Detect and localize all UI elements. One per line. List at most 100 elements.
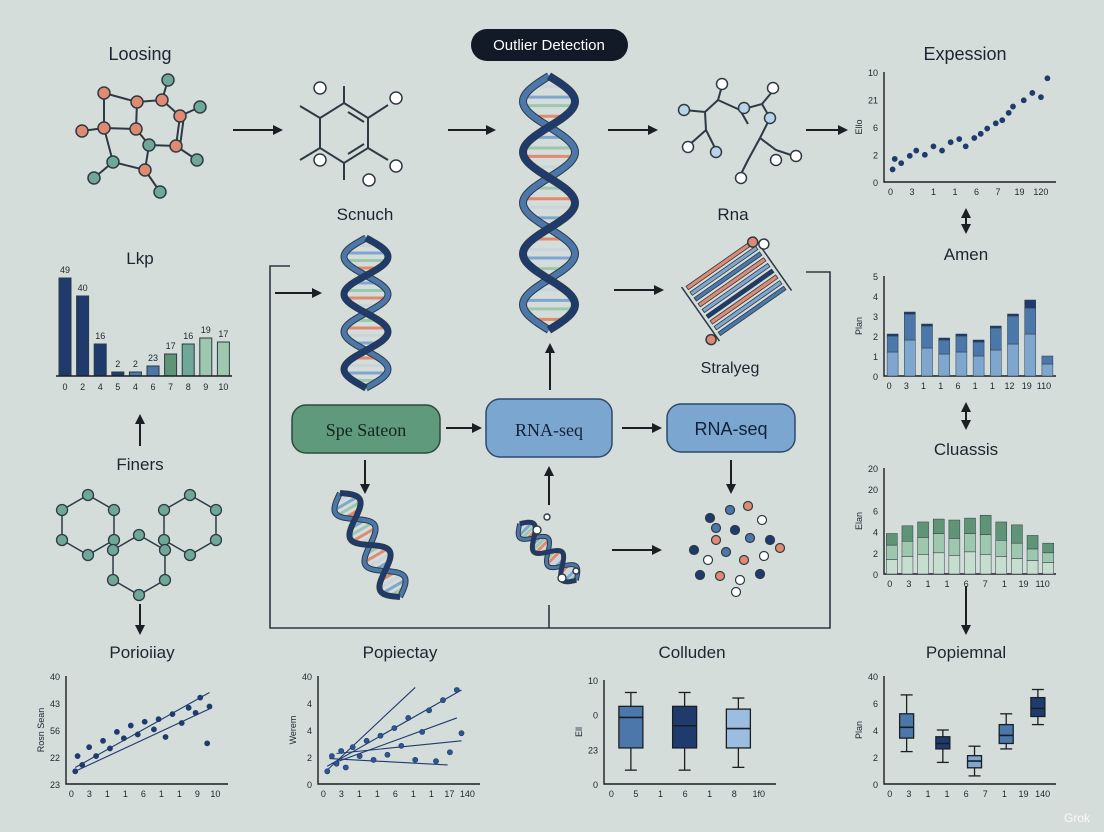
x-tick-label: 12	[1005, 381, 1015, 391]
network-node	[106, 573, 120, 587]
x-tick-label: 10	[218, 382, 228, 392]
stacked-bar-segment	[990, 327, 1002, 351]
stacked-bar-segment	[904, 313, 916, 341]
x-tick-label: 1	[177, 789, 182, 799]
x-tick-label: 9	[195, 789, 200, 799]
x-tick-label: 10	[210, 789, 220, 799]
cluster-dot	[774, 542, 786, 554]
scatter-point	[333, 760, 340, 767]
dna-helix-medium	[340, 234, 392, 392]
scatter-point	[458, 730, 465, 737]
x-tick-label: 1	[707, 789, 712, 799]
scatter-point	[141, 718, 148, 725]
y-tick-label: 3	[873, 312, 878, 322]
x-tick-label: 1	[931, 187, 936, 197]
rna-bar	[709, 274, 779, 325]
scatter-point	[1029, 90, 1036, 96]
cluster-dot	[694, 569, 706, 581]
y-tick-label: 2	[873, 151, 878, 161]
stacked-bar-segment	[1042, 552, 1054, 563]
x-tick-label: 8	[186, 382, 191, 392]
stacked-bar-segment	[990, 349, 1002, 377]
x-tick-label: 6	[141, 789, 146, 799]
scatter-point	[384, 751, 391, 758]
cluster-dot	[729, 524, 741, 536]
helix-rung	[351, 526, 377, 543]
network-node	[81, 548, 95, 562]
y-tick-label: 23	[50, 780, 60, 790]
bar-value-label: 23	[148, 353, 158, 363]
bar-value-label: 49	[60, 265, 70, 275]
scatter-point	[453, 687, 460, 693]
cluster-dot	[730, 586, 742, 598]
helix-strand	[519, 73, 579, 333]
rna-bar	[713, 280, 783, 331]
stacked-bar-segment	[1042, 542, 1054, 554]
y-tick-label: 21	[868, 96, 878, 106]
x-tick-label: 1	[938, 381, 943, 391]
stacked-bar-segment	[995, 521, 1008, 541]
scatter-point	[898, 160, 905, 167]
y-axis-label: Elan	[854, 512, 864, 530]
dna-dots-small	[532, 513, 580, 583]
stacked-bar-segment	[1011, 542, 1023, 559]
x-tick-label: 3	[904, 381, 909, 391]
x-tick-label: 1	[952, 187, 957, 197]
cluster-dot	[688, 544, 700, 556]
network-ring	[112, 534, 166, 596]
scatter-point	[162, 734, 169, 740]
scatter-point	[1005, 109, 1012, 116]
scatter-point	[999, 117, 1006, 124]
stacked-bar-segment	[901, 556, 914, 575]
helix-rung	[548, 552, 565, 569]
rna-seq-box-1[interactable]: RNA-seq	[485, 398, 613, 458]
helix-rung	[348, 521, 374, 538]
x-tick-label: 1	[1002, 579, 1007, 589]
spe-sateon-box[interactable]: Spe Sateon	[291, 404, 441, 454]
y-tick-label: 2	[307, 753, 312, 763]
rna-seq-box-2[interactable]: RNA-seq	[666, 403, 796, 453]
scatter-point	[114, 729, 120, 735]
x-tick-label: 17	[444, 789, 454, 799]
x-tick-label: 1f0	[753, 789, 766, 799]
stacked-bar-segment	[886, 351, 899, 377]
x-tick-label: 0	[887, 381, 892, 391]
label-popiemnal: Popiemnal	[926, 643, 1006, 662]
scatter-point	[377, 732, 384, 739]
cluster-dot	[756, 514, 768, 526]
network-ring	[61, 494, 115, 556]
rna-bar	[717, 285, 787, 337]
y-tick-label: 0	[873, 372, 878, 382]
stacked-bar-segment	[886, 533, 898, 546]
x-tick-label: 1	[990, 381, 995, 391]
helix-rung	[333, 495, 359, 512]
scatter-point	[204, 740, 211, 747]
y-tick-label: 23	[588, 745, 598, 755]
label-stralyeg: Stralyeg	[701, 360, 760, 377]
scatter-point	[363, 737, 370, 744]
rna-bar	[697, 257, 767, 308]
x-tick-label: 6	[393, 789, 398, 799]
scatter-point	[206, 703, 213, 710]
x-tick-label: 6	[683, 789, 688, 799]
scatter-point	[939, 147, 945, 154]
stacked-bar-segment	[938, 353, 950, 377]
x-tick-label: 3	[909, 187, 914, 197]
helix-rung	[381, 578, 407, 595]
scatter-point	[74, 753, 81, 759]
stacked-bar-segment	[1007, 315, 1019, 345]
x-tick-label: 0	[69, 789, 74, 799]
stacked-bar-segment	[1041, 355, 1054, 365]
stacked-bar-segment	[948, 555, 961, 575]
helix-rung	[545, 549, 562, 566]
x-tick-label: 1	[375, 789, 380, 799]
dna-helix-large	[518, 72, 580, 334]
cluster-dot	[738, 554, 750, 566]
bar	[58, 277, 72, 377]
x-tick-label: 140	[1035, 789, 1050, 799]
scatter-point	[151, 726, 157, 733]
stacked-bar-segment	[921, 347, 933, 377]
bar-value-label: 19	[201, 325, 211, 335]
scatter-point	[889, 166, 896, 173]
